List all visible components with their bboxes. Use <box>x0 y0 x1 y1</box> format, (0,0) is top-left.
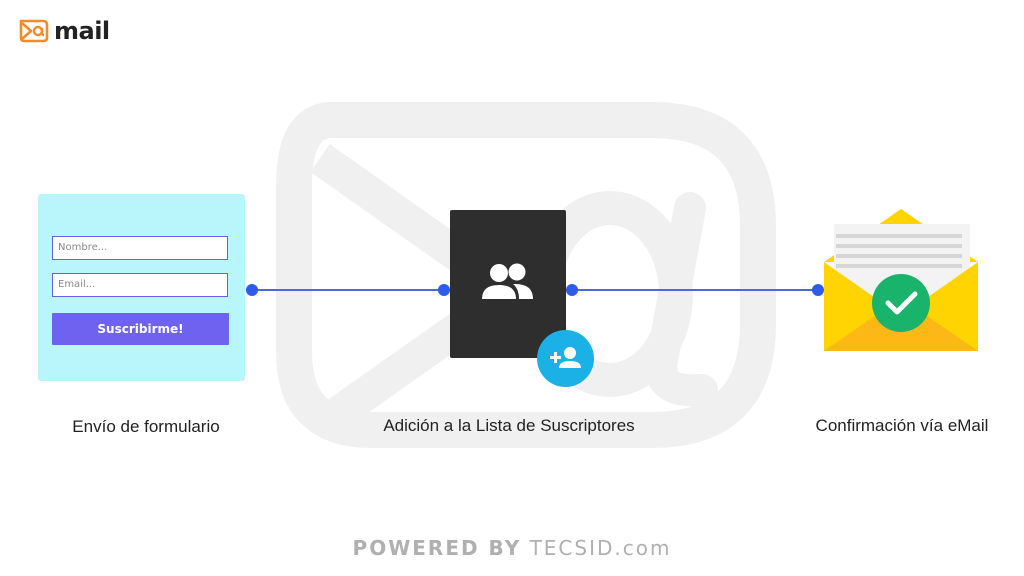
people-group-icon <box>482 263 533 299</box>
brand-link[interactable]: TECSID.com <box>529 536 672 560</box>
step-label-form: Envío de formulario <box>72 417 220 436</box>
step-label-list: Adición a la Lista de Suscriptores <box>383 416 635 435</box>
connector-1 <box>252 289 444 291</box>
step-label-confirm: Confirmación vía eMail <box>815 416 989 435</box>
connector-dot <box>246 284 258 296</box>
add-subscriber-badge <box>537 330 594 387</box>
powered-by-label: POWERED BY <box>352 536 522 560</box>
subscription-form-card: Nombre... Email... Suscribirme! <box>38 194 245 381</box>
name-field[interactable]: Nombre... <box>52 236 228 260</box>
envelope-check-icon <box>824 209 978 351</box>
email-field[interactable]: Email... <box>52 273 228 297</box>
mail-watermark-icon <box>276 102 776 448</box>
brand-logo: mail <box>18 18 110 44</box>
connector-dot <box>438 284 450 296</box>
at-envelope-icon <box>19 19 49 43</box>
person-add-icon <box>550 347 581 368</box>
subscriber-list-card <box>450 210 566 358</box>
brand-name: mail <box>54 17 110 45</box>
connector-dot <box>812 284 824 296</box>
subscribe-button[interactable]: Suscribirme! <box>52 313 229 345</box>
connector-dot <box>566 284 578 296</box>
connector-2 <box>572 289 818 291</box>
powered-by-footer: POWERED BY TECSID.com <box>0 536 1024 560</box>
